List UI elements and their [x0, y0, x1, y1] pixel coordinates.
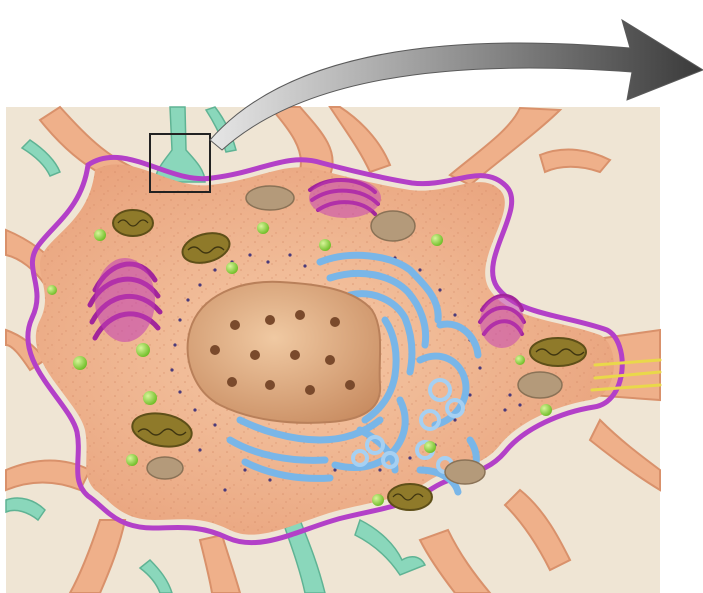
golgi-body-right — [480, 296, 524, 348]
golgi-body-left — [95, 258, 155, 342]
golgi-body-top — [309, 178, 381, 218]
